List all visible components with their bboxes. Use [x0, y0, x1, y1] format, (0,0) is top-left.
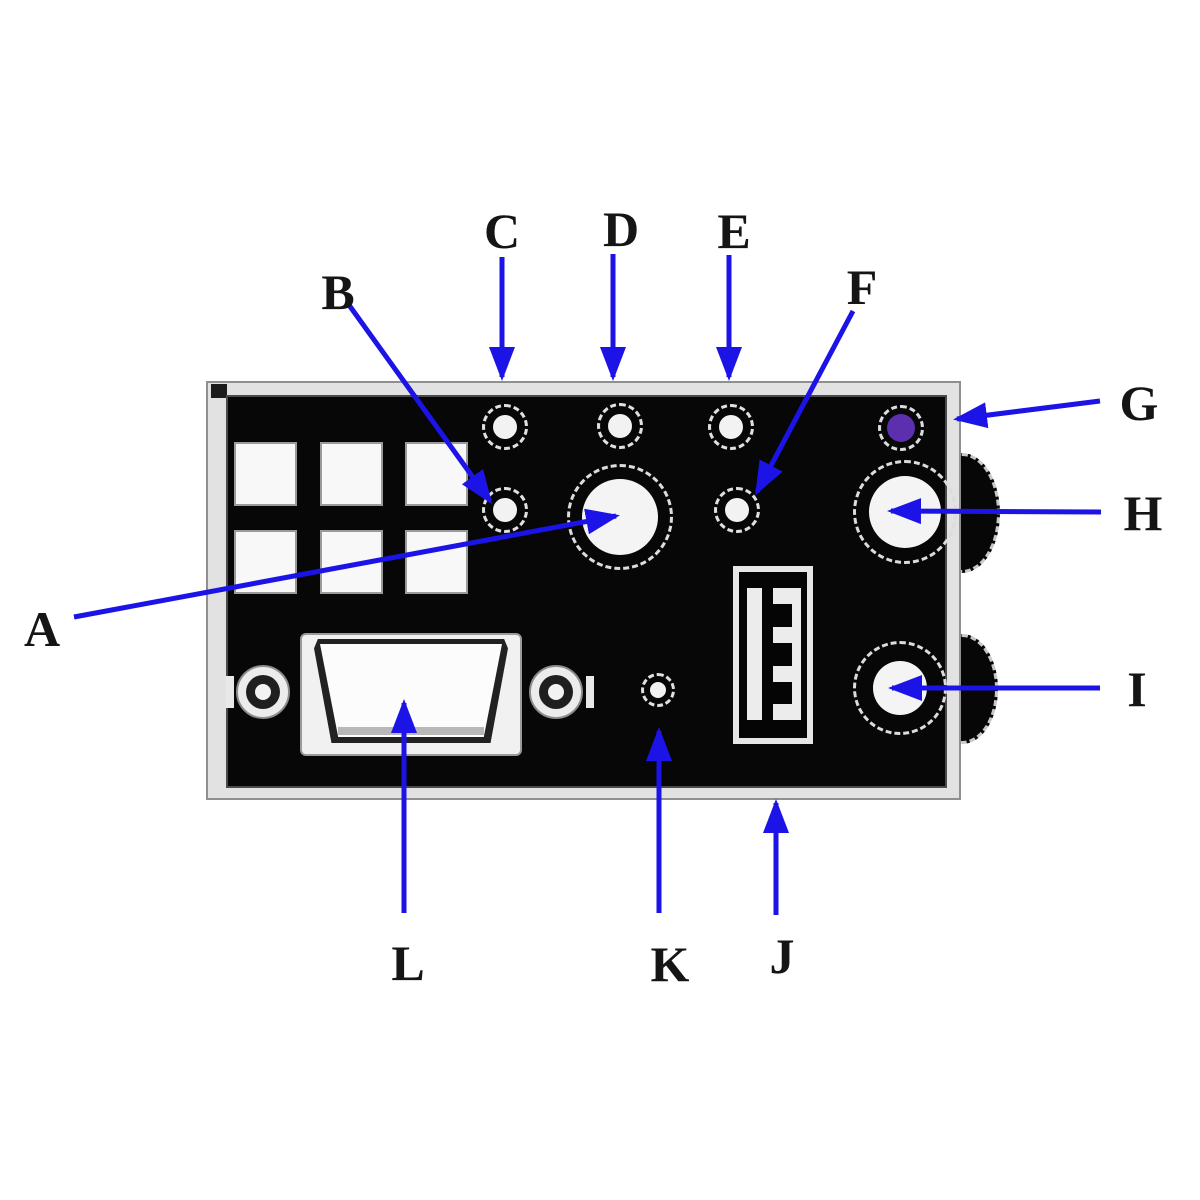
- vga-post-tab-right: [586, 676, 594, 708]
- vga-screw-post-left: [236, 665, 290, 719]
- callout-label-c: C: [483, 203, 521, 259]
- vent-square: [320, 442, 383, 506]
- connector-k-jack: [641, 673, 675, 707]
- connector-e-jack: [708, 404, 754, 450]
- callout-label-f: F: [846, 259, 878, 315]
- usb-contact: [773, 588, 793, 604]
- connector-c-jack: [482, 404, 528, 450]
- callout-label-h: H: [1123, 485, 1163, 541]
- vga-post-tab-left: [226, 676, 234, 708]
- callout-label-a: A: [23, 601, 61, 657]
- connector-g-purple: [878, 405, 924, 451]
- arrow-h: [887, 498, 1102, 525]
- callout-label-i: I: [1127, 661, 1147, 717]
- usb-port-sidewall: [747, 588, 762, 720]
- callout-label-l: L: [391, 935, 425, 991]
- arrow-g: [953, 398, 1101, 429]
- usb-contact: [773, 627, 793, 643]
- callout-label-j: J: [769, 928, 795, 984]
- callout-label-d: D: [602, 201, 640, 257]
- vent-square: [234, 442, 297, 506]
- connector-d-jack: [597, 403, 643, 449]
- usb-port: [733, 566, 813, 744]
- connector-f-jack: [714, 487, 760, 533]
- usb-contact: [773, 666, 793, 682]
- arrow-a: [73, 508, 620, 620]
- panel-corner-chip: [211, 384, 227, 398]
- usb-port-contact-spine: [792, 588, 801, 720]
- arrow-f: [754, 309, 856, 496]
- callout-label-g: G: [1119, 375, 1159, 431]
- connector-b-jack: [482, 487, 528, 533]
- callout-label-b: B: [321, 264, 355, 320]
- vga-screw-post-right: [529, 665, 583, 719]
- arrow-b: [346, 303, 493, 505]
- callout-label-e: E: [717, 203, 751, 259]
- usb-contact: [773, 704, 793, 720]
- callout-label-k: K: [650, 936, 690, 992]
- vent-square: [405, 530, 468, 594]
